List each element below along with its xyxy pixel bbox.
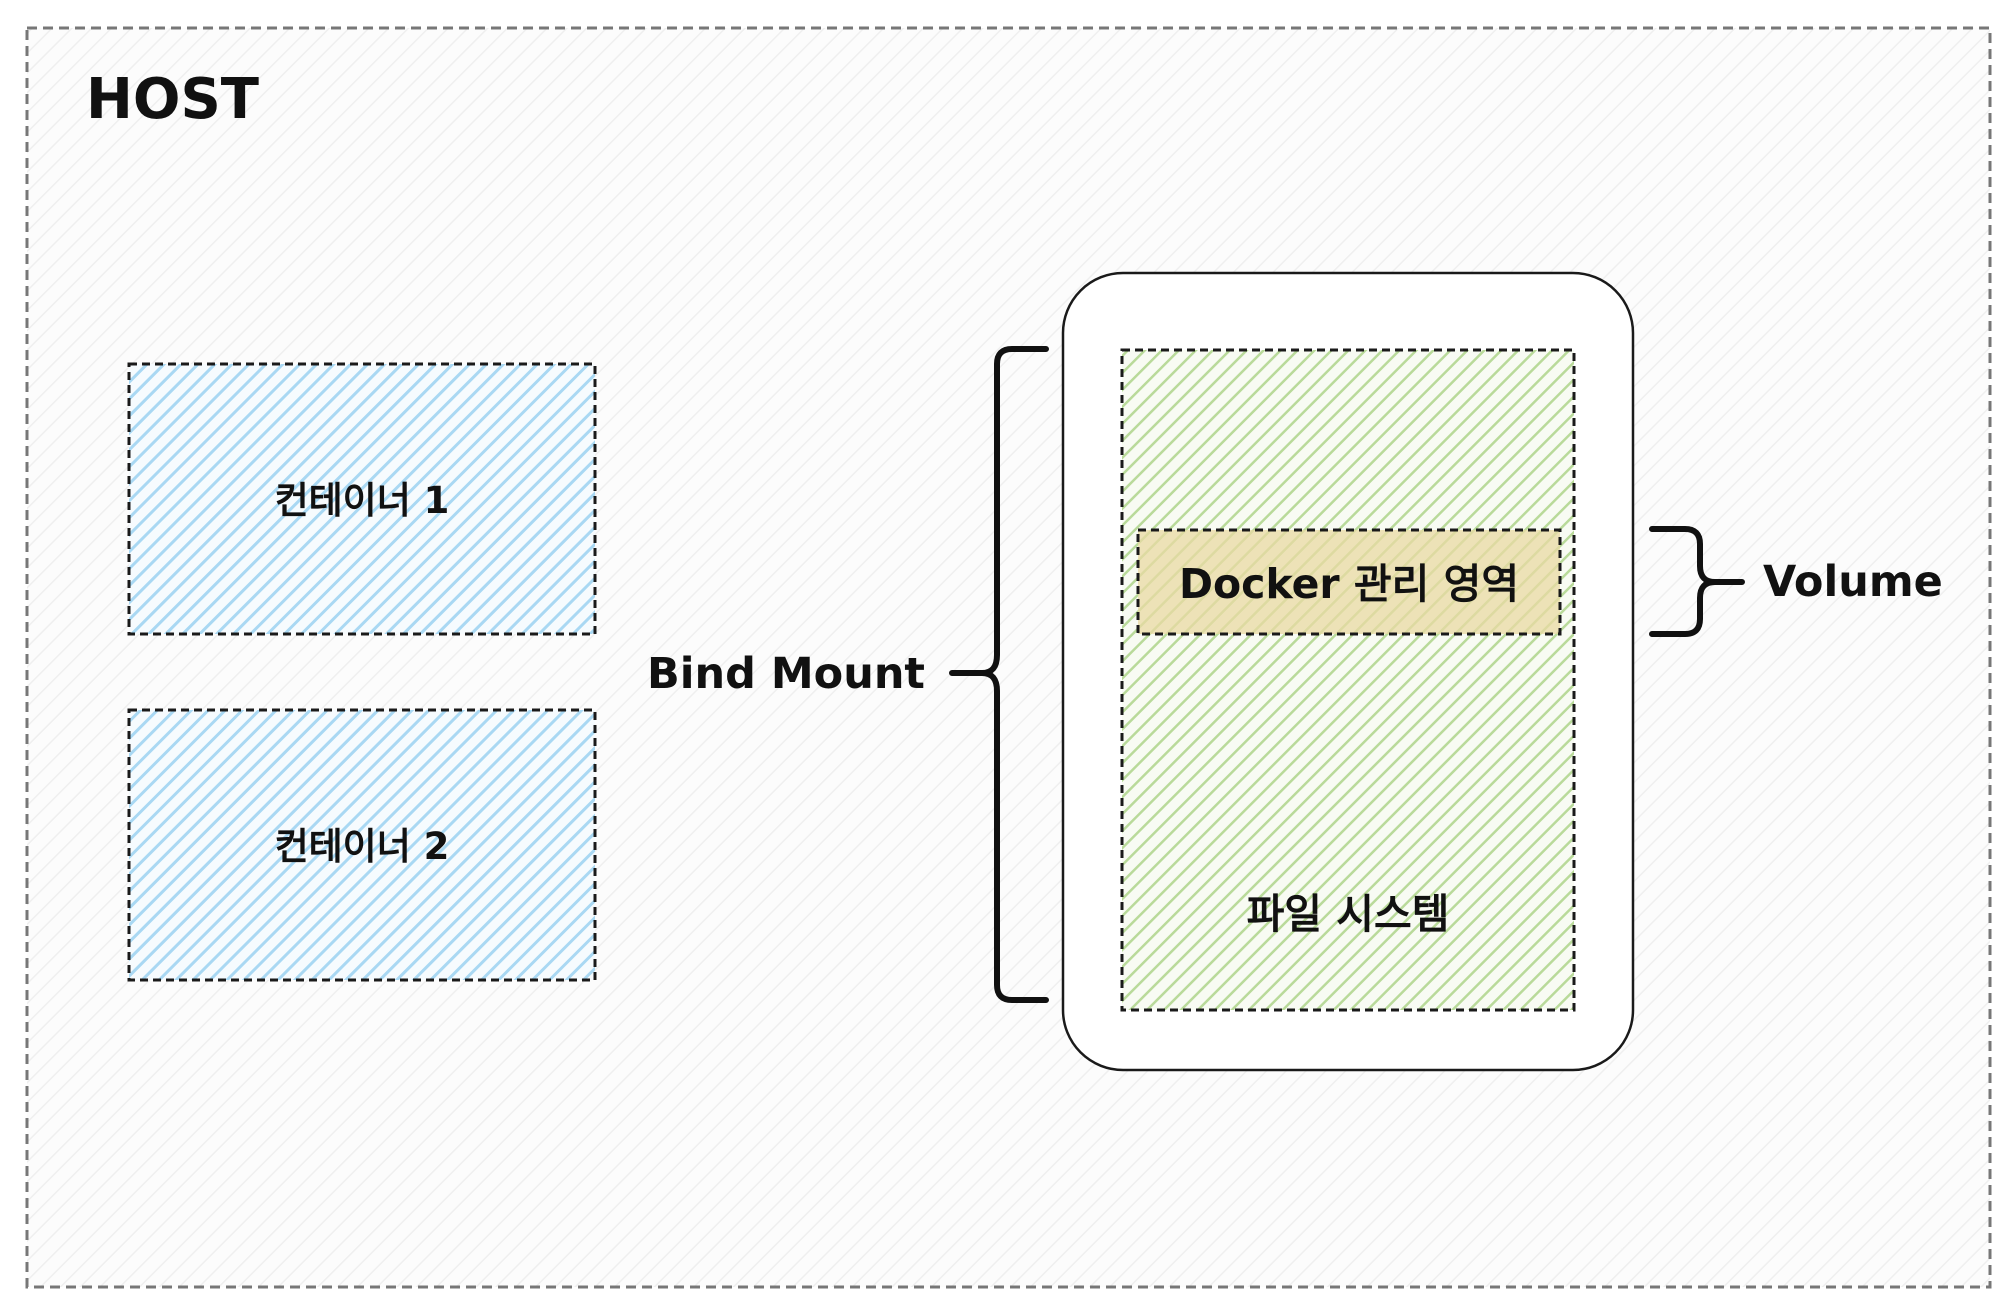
host-border	[25, 26, 1992, 1289]
container-1-box	[127, 362, 597, 636]
bind-mount-label: Bind Mount	[647, 649, 925, 699]
docker-area-label: Docker 관리 영역	[1179, 560, 1519, 608]
volume-label: Volume	[1763, 557, 1943, 607]
container-2-box	[127, 708, 597, 982]
host-background	[27, 28, 1990, 1287]
container-1-label: 컨테이너 1	[275, 479, 450, 522]
filesystem-box	[1120, 348, 1576, 1012]
filesystem-label: 파일 시스템	[1247, 890, 1450, 938]
docker-area-box	[1136, 528, 1562, 636]
host-label: HOST	[86, 67, 259, 132]
volume-brace	[1649, 526, 1745, 637]
bind-mount-brace	[949, 346, 1049, 1003]
container-2-label: 컨테이너 2	[275, 825, 450, 868]
